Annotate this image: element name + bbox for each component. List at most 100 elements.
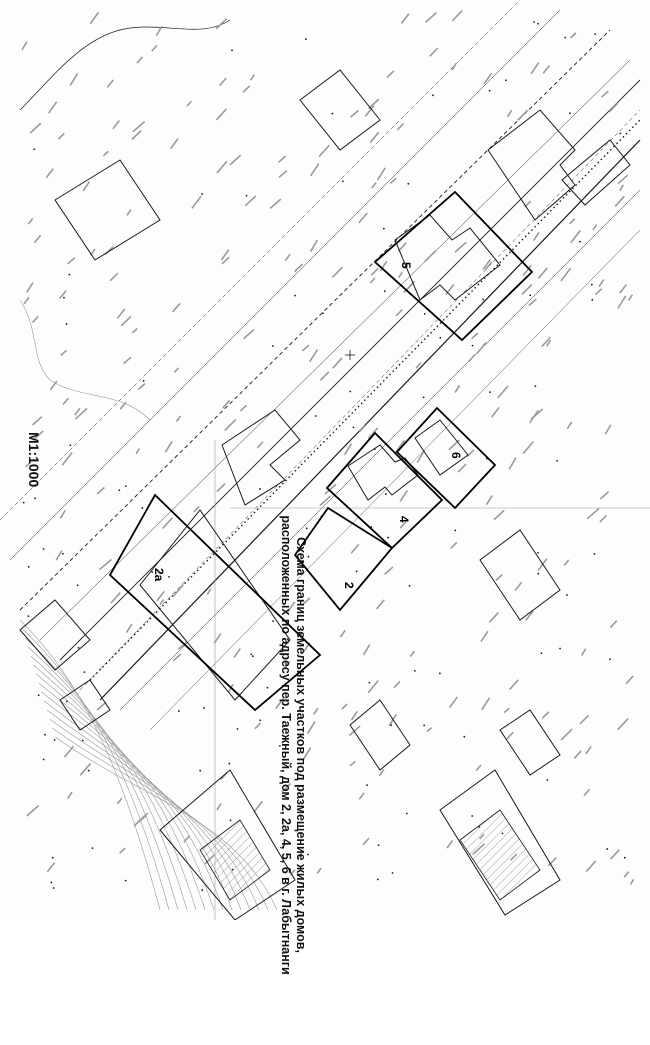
survey-mark <box>530 61 540 75</box>
survey-mark <box>169 138 179 150</box>
survey-mark <box>215 17 228 30</box>
survey-mark <box>348 725 361 737</box>
survey-mark <box>119 401 127 410</box>
survey-mark <box>623 871 630 878</box>
survey-mark <box>45 168 54 179</box>
survey-point <box>391 872 394 874</box>
survey-mark <box>316 867 322 874</box>
survey-mark <box>59 509 66 519</box>
survey-point <box>439 336 442 339</box>
survey-point <box>65 323 68 325</box>
survey-point <box>272 620 274 622</box>
survey-lines <box>0 0 650 920</box>
survey-mark <box>350 543 360 554</box>
plot-boundary-2 <box>293 506 394 612</box>
survey-line <box>39 59 631 641</box>
survey-point <box>546 779 549 781</box>
survey-mark <box>332 357 343 369</box>
scale-label: М1:1000 <box>26 432 42 488</box>
survey-point <box>141 507 144 509</box>
contour-line <box>27 646 188 911</box>
survey-mark <box>318 144 331 158</box>
plot-label-4: 4 <box>397 516 411 523</box>
survey-mark <box>358 792 365 800</box>
survey-point <box>266 686 269 689</box>
survey-mark <box>286 601 296 614</box>
survey-mark <box>126 209 132 216</box>
survey-mark <box>625 675 634 685</box>
survey-mark <box>61 452 73 466</box>
survey-mark <box>131 327 138 334</box>
survey-mark <box>284 253 291 262</box>
survey-mark <box>384 566 394 576</box>
survey-mark <box>493 509 505 521</box>
building <box>479 529 561 621</box>
survey-mark <box>376 167 386 181</box>
survey-point <box>151 571 154 573</box>
survey-mark <box>162 517 174 530</box>
survey-mark <box>524 200 532 208</box>
survey-mark <box>368 98 380 110</box>
building <box>349 699 411 771</box>
plot-label-2: 2 <box>342 582 356 589</box>
survey-point <box>331 112 334 115</box>
survey-mark <box>416 449 426 464</box>
survey-mark <box>608 102 619 113</box>
survey-mark <box>386 70 395 78</box>
survey-mark <box>367 427 379 440</box>
building <box>499 709 561 776</box>
survey-mark <box>119 847 126 854</box>
survey-point <box>251 655 254 658</box>
survey-point <box>405 812 408 815</box>
survey-point <box>62 552 64 555</box>
survey-mark <box>171 302 181 313</box>
survey-mark <box>123 356 132 365</box>
survey-point <box>307 853 309 856</box>
survey-mark <box>484 261 493 271</box>
survey-mark <box>497 385 509 399</box>
survey-point <box>69 444 72 447</box>
survey-mark <box>619 284 627 294</box>
survey-mark <box>445 283 455 295</box>
survey-point <box>423 724 426 727</box>
survey-mark <box>482 258 492 271</box>
survey-point <box>307 555 310 558</box>
survey-mark <box>275 696 286 710</box>
survey-mark <box>503 707 510 714</box>
utility-line <box>89 119 641 681</box>
survey-point <box>606 848 609 850</box>
survey-mark <box>424 11 438 23</box>
survey-mark <box>569 218 576 225</box>
survey-point <box>65 700 68 703</box>
survey-mark <box>131 130 142 140</box>
survey-mark <box>116 308 126 319</box>
survey-mark <box>454 384 461 393</box>
survey-mark <box>324 483 337 495</box>
survey-point <box>384 493 387 495</box>
survey-point <box>463 735 466 738</box>
survey-mark <box>294 263 304 273</box>
survey-mark <box>151 44 158 52</box>
survey-mark <box>537 267 548 279</box>
survey-mark <box>563 559 570 566</box>
survey-point <box>454 529 457 532</box>
survey-mark <box>610 849 621 860</box>
survey-mark <box>135 448 141 455</box>
survey-mark <box>319 371 330 381</box>
survey-mark <box>594 288 603 296</box>
survey-mark <box>74 407 81 416</box>
survey-point <box>559 647 561 650</box>
survey-mark <box>560 267 572 282</box>
survey-point <box>22 501 25 504</box>
hatched-building <box>459 809 541 901</box>
contour-line <box>25 637 179 911</box>
survey-point <box>529 294 532 297</box>
survey-point <box>33 148 36 151</box>
survey-mark <box>284 661 291 668</box>
survey-point <box>355 570 358 573</box>
survey-mark <box>491 406 500 418</box>
survey-mark <box>369 131 380 144</box>
survey-point <box>27 615 30 618</box>
survey-point <box>51 856 54 859</box>
